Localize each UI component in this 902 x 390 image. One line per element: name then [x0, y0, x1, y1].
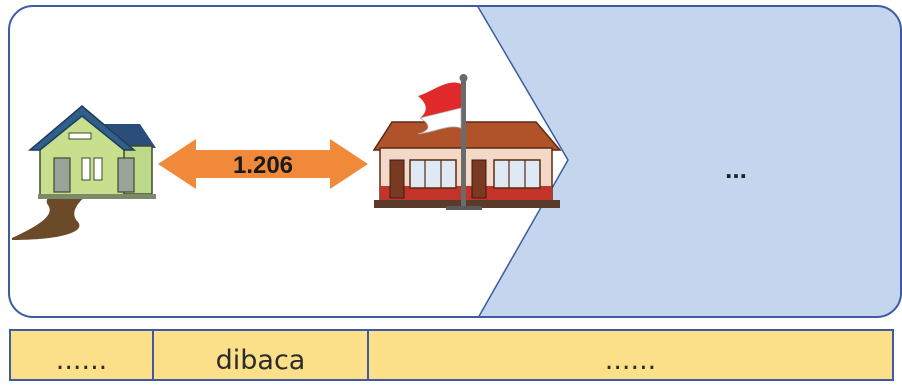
- blank-cell-right: ......: [367, 331, 892, 379]
- house-icon: [12, 105, 156, 240]
- double-arrow-icon: 1.206: [158, 139, 368, 189]
- distance-label: 1.206: [233, 152, 293, 179]
- illustration-panel: 1.206 ...: [8, 5, 902, 318]
- school-icon: [372, 121, 562, 208]
- answer-table: ...... dibaca ......: [9, 329, 894, 381]
- answer-panel: [472, 6, 901, 317]
- panel-placeholder: ...: [725, 154, 747, 184]
- blank-cell-left: ......: [55, 344, 108, 376]
- flag-icon: [417, 74, 482, 210]
- read-label-cell: dibaca: [152, 331, 367, 379]
